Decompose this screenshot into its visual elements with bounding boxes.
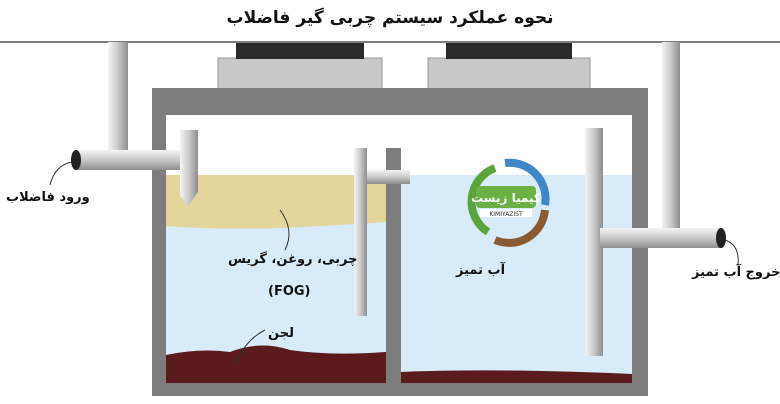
divider-wall [386, 148, 401, 383]
sludge-right [400, 370, 632, 383]
label-clean-water-outlet: خروج آب تمیز [692, 265, 780, 280]
inlet-pipe [71, 42, 198, 206]
label-fog-abbr: (FOG) [268, 284, 311, 299]
sludge-layer [166, 345, 386, 383]
outlet-pipe [585, 42, 726, 356]
logo-text-fa: کیمیا زیست [471, 191, 541, 205]
logo-text-en: KIMIYAZIST [489, 211, 523, 218]
label-wastewater-inlet: ورود فاضلاب [6, 190, 90, 205]
label-clean-water: آب تمیز [456, 263, 506, 278]
leader-lines [49, 161, 739, 366]
fog-layer [166, 175, 386, 229]
kimiyazist-logo: کیمیا زیست KIMIYAZIST [467, 158, 550, 247]
diagram-title: نحوه عملکرد سیستم چربی گیر فاضلاب [226, 8, 554, 28]
label-fog: چربی، روغن، گریس [228, 252, 358, 267]
middle-tee-pipe [354, 148, 410, 316]
manhole-lid-left [217, 43, 383, 91]
manhole-lid-right [427, 43, 591, 91]
label-sludge: لجن [268, 326, 294, 341]
